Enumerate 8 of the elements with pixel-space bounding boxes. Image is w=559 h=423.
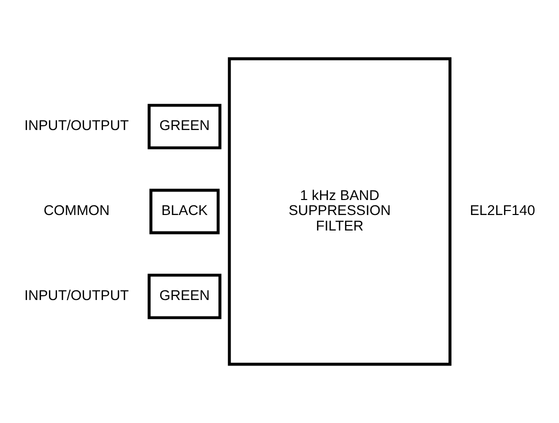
- node-box: BLACK: [149, 188, 220, 234]
- node-label: INPUT/OUTPUT: [24, 287, 129, 304]
- node-label: COMMON: [44, 202, 110, 218]
- node-label: INPUT/OUTPUT: [24, 117, 129, 134]
- node-box: GREEN: [148, 104, 222, 150]
- node-box: GREEN: [148, 274, 222, 320]
- label: EL2LF140: [470, 202, 536, 218]
- node-box: 1 kHz BAND SUPPRESSION FILTER: [228, 57, 452, 366]
